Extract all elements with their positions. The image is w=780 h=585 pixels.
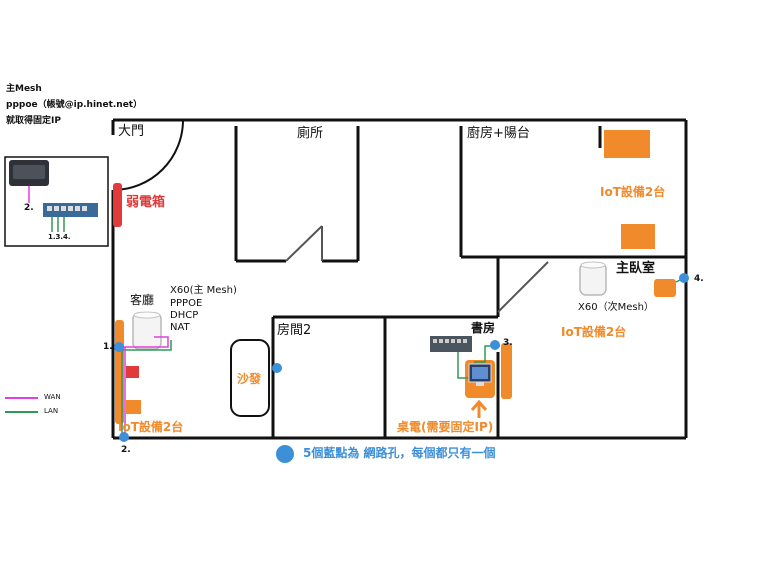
toilet-door [285,225,323,262]
room-study: 書房 [471,321,496,335]
toilet-walls [234,126,360,263]
master-door [497,261,549,313]
inset-modem-port-label: 2. [24,203,34,213]
master-iot-box [654,279,676,297]
network-port-4 [679,273,689,283]
network-port-3 [490,340,500,350]
iot-master-label: IoT設備2台 [561,325,627,339]
x60-sub-device [579,261,607,296]
port-label-2: 2. [121,445,131,455]
study-switch [430,336,472,352]
port-label-4: 4. [694,274,704,284]
sofa-label: 沙發 [237,372,262,386]
study-wall-device [501,343,512,399]
desktop-arrow [470,399,488,418]
network-port-2 [119,432,129,442]
legend-wan-label: WAN [44,393,61,401]
living-iot-red [126,366,139,378]
note-pppoe-account: pppoe（帳號@ip.hinet.net） [6,100,143,110]
x60-main-label-2: PPPOE [170,298,203,309]
network-port-room2 [272,363,282,373]
x60-main-label-3: DHCP [170,310,199,321]
note-main-mesh: 主Mesh [6,84,42,94]
legend-lan-label: LAN [44,407,59,415]
desktop-pc-icon [468,363,492,386]
desktop-label: 桌電(需要固定IP) [397,420,494,434]
x60-main-device [132,311,162,350]
room-master: 主臥室 [616,261,656,276]
entrance-door-arc [112,119,184,191]
weak-box-label: 弱電箱 [126,195,166,210]
x60-sub-label: X60（次Mesh） [578,302,654,313]
kitchen-iot-box-top [604,130,650,158]
room-entrance: 大門 [118,124,145,139]
kitchen-iot-box-bottom [621,224,655,249]
room-kitchen: 廚房+陽台 [467,126,530,141]
weak-box-shape [113,183,122,227]
x60-main-label-1: X60(主 Mesh) [170,285,237,296]
living-iot-orange [126,400,141,414]
iot-living-label: IoT設備2台 [118,420,184,434]
footer-blue-dot [276,445,294,463]
inset-switch-icon [43,203,98,217]
inset-switch-ports-label: 1.3.4. [48,233,71,241]
sofa-shape [230,339,270,417]
outer-walls [111,118,688,440]
network-port-1 [114,342,124,352]
room-living: 客廳 [130,293,155,307]
footer-note: 5個藍點為 網路孔，每個都只有一個 [303,446,496,460]
inset-cables [28,186,65,232]
note-fixed-ip: 就取得固定IP [6,116,61,126]
room-toilet: 廁所 [297,126,324,141]
living-cables [120,336,172,437]
modem-icon [9,160,49,186]
port-label-1: 1. [103,342,113,352]
room2-study-walls [271,315,498,438]
port-label-3: 3. [503,338,513,348]
x60-main-label-4: NAT [170,322,190,333]
iot-kitchen-label: IoT設備2台 [600,185,666,199]
room-2: 房間2 [277,323,312,338]
